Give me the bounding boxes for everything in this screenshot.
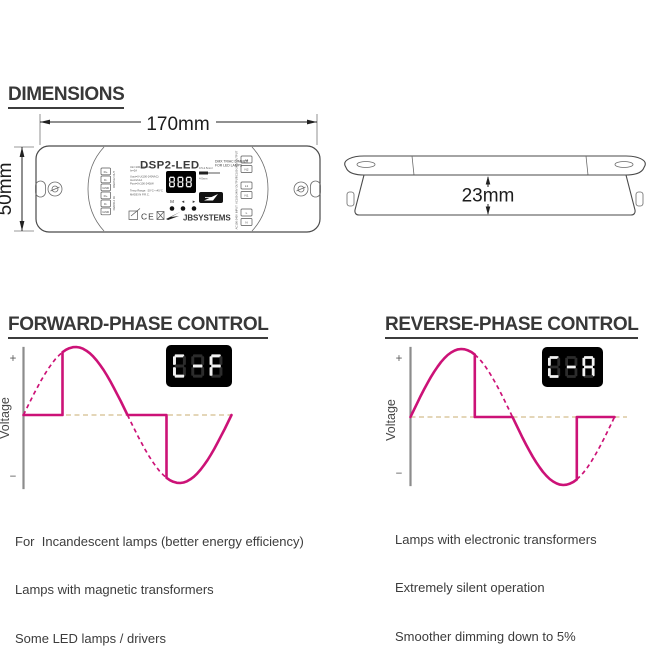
- dmx-terminal-label: D-: [104, 202, 107, 206]
- menu-button-label: M: [170, 199, 174, 204]
- device-seven-segment-display: [166, 171, 196, 193]
- power-caption: AC100-240V OUTPUT: [235, 150, 239, 178]
- reverse-mode-display: [542, 347, 603, 387]
- left-button: [180, 206, 186, 211]
- power-terminal-label: L: [246, 211, 248, 215]
- pen-box-icon: [128, 208, 141, 220]
- reverse-notes: Lamps with electronic transformers Extre…: [395, 499, 626, 650]
- note-line: Smoother dimming down to 5%: [395, 629, 576, 645]
- voltage-axis-label: Voltage: [0, 397, 12, 439]
- note-line: For Incandescent lamps (better energy ef…: [15, 533, 304, 549]
- left-button-label: ◄: [181, 199, 185, 204]
- depth-dimension-label: 23mm: [462, 186, 515, 207]
- depth-dimension: 23mm: [462, 176, 515, 215]
- device-top-view-drawing: 170mm 50mm: [0, 109, 321, 233]
- reverse-phase-heading: REVERSE-PHASE CONTROL: [385, 314, 639, 339]
- spec-line: Uout=0-U(100-240VAC): [130, 175, 159, 179]
- right-button: [191, 206, 197, 211]
- forward-phase-heading: FORWARD-PHASE CONTROL: [8, 314, 269, 339]
- plus-label: +: [396, 353, 403, 365]
- dmx-terminal-block: D+ D- GND D+ D- GND DMX512 OUT DMX512 IN: [100, 167, 116, 216]
- model-subtitle-2: FOR LED LAMPS: [215, 164, 243, 168]
- right-button-label: ►: [192, 199, 196, 204]
- right-screw-icon: [293, 181, 309, 197]
- strip-length-label: 4-5mm: [199, 177, 208, 181]
- wire-insulation-icon: [199, 171, 208, 175]
- power-terminal-label: N2: [245, 168, 249, 172]
- spec-line: Uin=100-240VAC: [130, 165, 151, 169]
- dmx-terminal-label: GND: [102, 210, 110, 214]
- note-line: Some LED lamps / drivers: [15, 631, 166, 647]
- left-slot-icon: [356, 161, 376, 168]
- power-terminal-label: N: [245, 221, 247, 225]
- power-caption: AC100-240V OUTPUT: [235, 176, 239, 204]
- wire-size-label: 0.5-2.5mm²: [199, 166, 213, 170]
- note-line: Lamps with magnetic transformers: [15, 582, 214, 598]
- menu-button: [169, 206, 175, 211]
- left-notch: [35, 180, 46, 198]
- height-dimension-label: 50mm: [0, 163, 16, 216]
- height-dimension: 50mm: [0, 146, 34, 232]
- right-slot-icon: [614, 161, 634, 168]
- model-name: DSP2-LED: [140, 160, 200, 172]
- terminal-wiring-icon: [199, 192, 223, 203]
- forward-waveform: [22, 345, 233, 485]
- right-endcap-line: [251, 146, 269, 232]
- right-notch: [310, 180, 321, 198]
- button-row: M ◄ ►: [169, 199, 197, 211]
- minus-label: −: [396, 468, 403, 480]
- ce-mark: CE: [141, 212, 155, 222]
- dmx-terminal-label: D-: [104, 178, 107, 182]
- power-terminal-label: N1: [245, 194, 249, 198]
- dmx-terminal-label: D+: [104, 170, 108, 174]
- device-side-view-drawing: 23mm: [344, 155, 646, 216]
- minus-label: −: [10, 471, 17, 483]
- device-profile-body: [354, 174, 636, 216]
- forward-mode-display: [166, 345, 232, 387]
- plus-label: +: [10, 353, 17, 365]
- power-caption: AC100-240V INPUT: [235, 205, 239, 230]
- weee-bin-icon: [156, 211, 165, 220]
- right-side-tab: [635, 191, 644, 207]
- power-terminal-label: L2: [245, 158, 249, 162]
- dmx-terminal-label: GND: [102, 186, 110, 190]
- spec-line: In=2A: [130, 169, 137, 173]
- mounting-plate: [344, 155, 646, 176]
- brand-name: JBSYSTEMS: [183, 214, 231, 223]
- dmx-terminal-label: D+: [104, 194, 108, 198]
- brand-logo: JBSYSTEMS: [166, 211, 231, 223]
- dmx-in-caption: DMX512 IN: [112, 196, 116, 210]
- dmx-out-caption: DMX512 OUT: [112, 171, 116, 188]
- note-line: Lamps with electronic transformers: [395, 531, 597, 547]
- brand-swoosh-icon: [166, 211, 181, 220]
- left-endcap-line: [87, 146, 105, 232]
- width-dimension: 170mm: [39, 109, 318, 145]
- spec-text-block: Uin=100-240VAC In=2A Uout=0-U(100-240VAC…: [130, 165, 163, 197]
- wire-spec: 0.5-2.5mm² 4-5mm: [199, 166, 223, 203]
- spec-line: Pout=0-(100-240)W: [130, 182, 154, 186]
- spec-line: Iout=2x1A: [130, 178, 142, 182]
- voltage-axis-label: Voltage: [385, 399, 398, 441]
- left-screw-icon: [47, 181, 63, 197]
- width-dimension-label: 170mm: [146, 114, 209, 135]
- reverse-waveform: [409, 347, 616, 487]
- spec-line: MADE IN P.R.C.: [130, 193, 150, 197]
- note-line: Extremely silent operation: [395, 580, 545, 596]
- left-side-tab: [346, 191, 355, 207]
- reverse-waveform-chart: + Voltage −: [385, 346, 627, 487]
- power-terminal-block: L2 N2 L1 N1 L N AC100-240V OUTPUT AC100-…: [235, 150, 253, 229]
- dimensions-heading: DIMENSIONS: [8, 84, 125, 109]
- forward-notes: For Incandescent lamps (better energy ef…: [15, 501, 304, 650]
- spec-line: Temp Range: -20°C~+45°C: [130, 189, 163, 193]
- forward-waveform-chart: + Voltage −: [0, 345, 233, 490]
- power-terminal-label: L1: [245, 184, 249, 188]
- model-subtitle-1: DMX TRIAC DIMMER: [215, 160, 249, 164]
